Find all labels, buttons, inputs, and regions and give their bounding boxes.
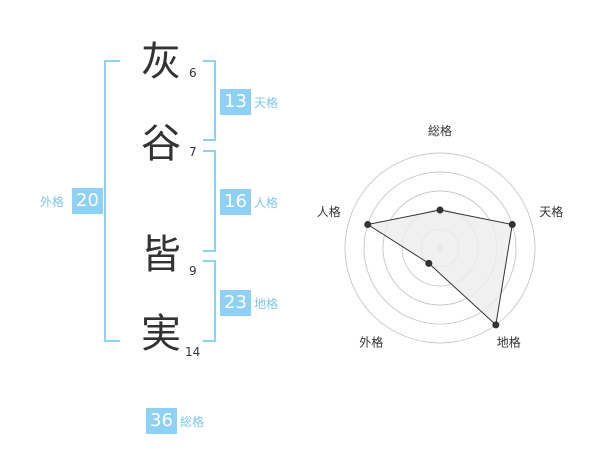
chikaku-badge: 23 [220, 290, 251, 316]
radar-grid-ring [363, 171, 517, 325]
radar-axis-label-2: 天格 [539, 204, 563, 219]
stroke-count-2: 7 [189, 145, 197, 159]
tenkaku-bracket [203, 60, 216, 141]
name-char-4: 実 [141, 311, 181, 357]
name-char-2: 谷 [141, 121, 181, 167]
gaikaku-bracket [104, 60, 120, 342]
radar-axis-label-3: 地格 [497, 335, 521, 350]
jinkaku-label: 人格 [254, 196, 279, 210]
soukaku-label: 総格 [180, 415, 205, 429]
chikaku-bracket [203, 260, 216, 342]
radar-point-2 [508, 221, 516, 229]
radar-axis-label-5: 人格 [317, 204, 341, 219]
radar-point-4 [425, 259, 433, 267]
radar-point-1 [436, 206, 444, 214]
radar-grid-ring [344, 152, 536, 344]
radar-axis-label-4: 外格 [359, 335, 383, 350]
jinkaku-bracket [203, 150, 216, 252]
name-char-1: 灰 [141, 39, 181, 85]
jinkaku-badge: 16 [220, 189, 251, 215]
stroke-count-1: 6 [189, 66, 197, 80]
tenkaku-label: 天格 [254, 96, 279, 110]
soukaku-badge: 36 [146, 408, 177, 434]
radar-axis-label-1: 総格 [428, 123, 452, 138]
name-char-3: 皆 [141, 232, 181, 278]
chikaku-label: 地格 [254, 297, 279, 311]
radar-series-area [366, 209, 513, 326]
gaikaku-label: 外格 [40, 195, 65, 209]
gaikaku-badge: 20 [72, 188, 103, 214]
stroke-count-3: 9 [189, 264, 197, 278]
stroke-count-4: 14 [185, 345, 201, 359]
tenkaku-badge: 13 [220, 89, 251, 115]
radar-point-5 [364, 221, 372, 229]
radar-point-3 [492, 321, 500, 329]
